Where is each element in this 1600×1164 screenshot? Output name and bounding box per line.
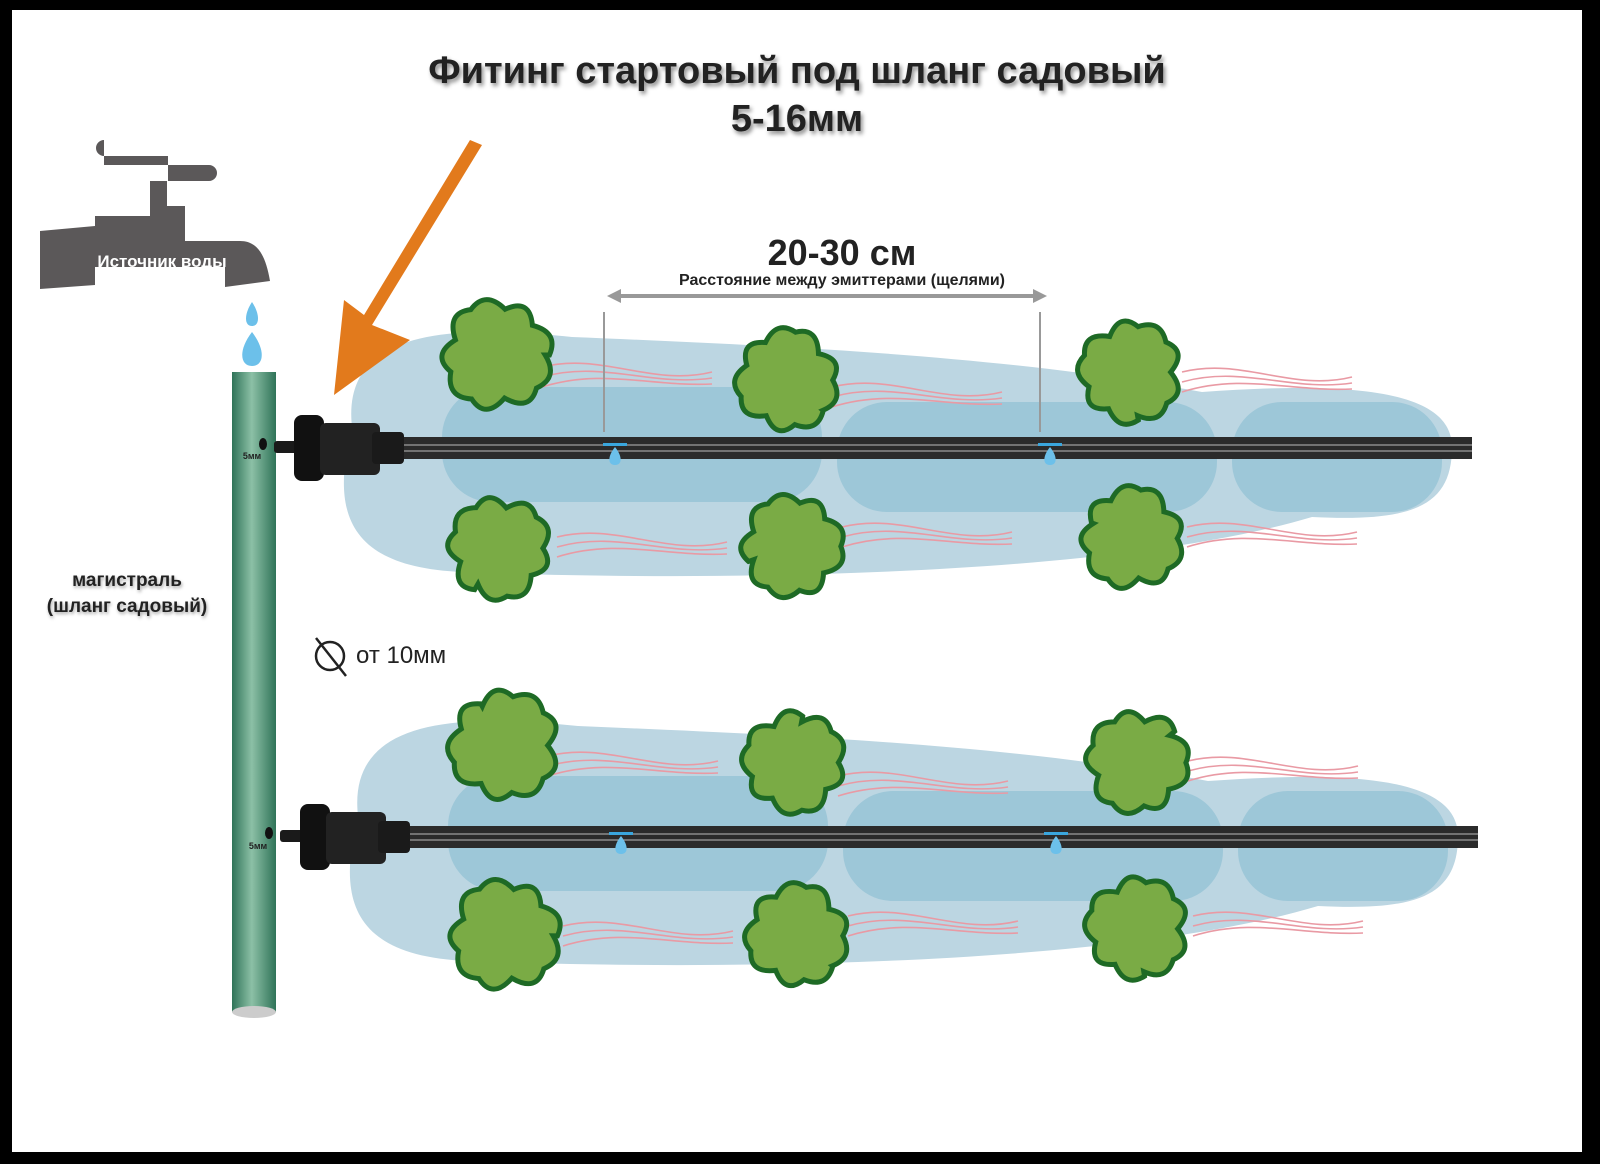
root bbox=[841, 522, 1013, 537]
arrow-head-left bbox=[607, 289, 621, 303]
root bbox=[541, 370, 713, 381]
plant-icon bbox=[738, 492, 846, 601]
plant-icon bbox=[1082, 874, 1188, 983]
root bbox=[831, 382, 1003, 397]
root bbox=[841, 537, 1013, 548]
root bbox=[841, 530, 1013, 541]
root bbox=[847, 911, 1019, 926]
spacing-value: 20-30 см bbox=[767, 232, 917, 273]
root bbox=[837, 786, 1009, 797]
root bbox=[1181, 382, 1353, 393]
fitting-collar bbox=[378, 821, 410, 853]
emitter bbox=[609, 832, 633, 835]
pipe-end bbox=[232, 1006, 276, 1018]
fitting-body bbox=[326, 812, 386, 864]
plant-icon bbox=[732, 325, 840, 434]
root bbox=[541, 362, 713, 377]
root bbox=[547, 759, 719, 770]
plant-icon bbox=[445, 687, 559, 802]
hole-marker bbox=[259, 438, 267, 450]
main-line-label-2: (шланг садовый) bbox=[46, 596, 208, 617]
plant-icon bbox=[1083, 709, 1191, 816]
root bbox=[847, 926, 1019, 937]
root bbox=[1186, 537, 1358, 548]
root bbox=[556, 547, 728, 558]
water-drop-icon bbox=[1050, 836, 1062, 854]
plant-icon bbox=[739, 708, 847, 817]
diameter-label: от 10мм bbox=[356, 642, 447, 669]
plant-icon bbox=[445, 495, 551, 603]
diagram-canvas: Фитинг стартовый под шланг садовый 5-16м… bbox=[12, 10, 1582, 1152]
hole-marker bbox=[265, 827, 273, 839]
hole-size-label-1: 5мм bbox=[242, 451, 262, 461]
root bbox=[1192, 919, 1364, 930]
root bbox=[1192, 911, 1364, 926]
emitter bbox=[1038, 443, 1062, 446]
spacing-caption: Расстояние между эмиттерами (щелями) bbox=[679, 272, 1005, 289]
main-hose-pipe bbox=[232, 372, 276, 1012]
root bbox=[847, 919, 1019, 930]
root bbox=[1186, 530, 1358, 541]
plant-icon bbox=[439, 297, 555, 412]
root bbox=[831, 397, 1003, 408]
root bbox=[541, 377, 713, 388]
water-drop-icon bbox=[1044, 447, 1056, 465]
root bbox=[1187, 756, 1359, 771]
root bbox=[837, 779, 1009, 790]
water-drop-icon bbox=[242, 332, 262, 366]
fitting-nut bbox=[300, 804, 330, 870]
plant-icon bbox=[742, 880, 850, 989]
root bbox=[556, 532, 728, 547]
plant-icon bbox=[1075, 318, 1181, 427]
fitting-collar bbox=[372, 432, 404, 464]
arrow-head-right bbox=[1033, 289, 1047, 303]
root bbox=[1187, 771, 1359, 782]
root bbox=[1187, 764, 1359, 775]
root bbox=[837, 771, 1009, 786]
root bbox=[1181, 367, 1353, 382]
hole-size-label-2: 5мм bbox=[248, 841, 268, 851]
plant-icon bbox=[447, 877, 563, 992]
fitting-nut bbox=[294, 415, 324, 481]
root bbox=[562, 921, 734, 936]
root bbox=[562, 936, 734, 947]
main-line-label-1: магистраль bbox=[72, 570, 182, 591]
diameter-icon-slash bbox=[315, 637, 347, 677]
water-drop-icon bbox=[246, 302, 258, 326]
root bbox=[1192, 926, 1364, 937]
root bbox=[556, 540, 728, 551]
plant-icon bbox=[1078, 483, 1185, 591]
diameter-icon bbox=[314, 640, 346, 672]
root bbox=[562, 929, 734, 940]
tap-label: Источник воды bbox=[97, 252, 227, 271]
root bbox=[547, 766, 719, 777]
root bbox=[831, 390, 1003, 401]
water-drop-icon bbox=[615, 836, 627, 854]
drip-tube bbox=[408, 826, 1478, 848]
pointer-arrow-icon bbox=[334, 140, 482, 395]
irrigation-illustration bbox=[40, 140, 1478, 1018]
water-drop-icon bbox=[609, 447, 621, 465]
title-line-1: Фитинг стартовый под шланг садовый bbox=[428, 50, 1166, 92]
water-tap-icon bbox=[40, 140, 270, 289]
root bbox=[1181, 375, 1353, 386]
root bbox=[1186, 522, 1358, 537]
emitter bbox=[1044, 832, 1068, 835]
drip-tube bbox=[402, 437, 1472, 459]
title-line-2: 5-16мм bbox=[730, 98, 864, 140]
root bbox=[547, 751, 719, 766]
fitting-body bbox=[320, 423, 380, 475]
emitter bbox=[603, 443, 627, 446]
